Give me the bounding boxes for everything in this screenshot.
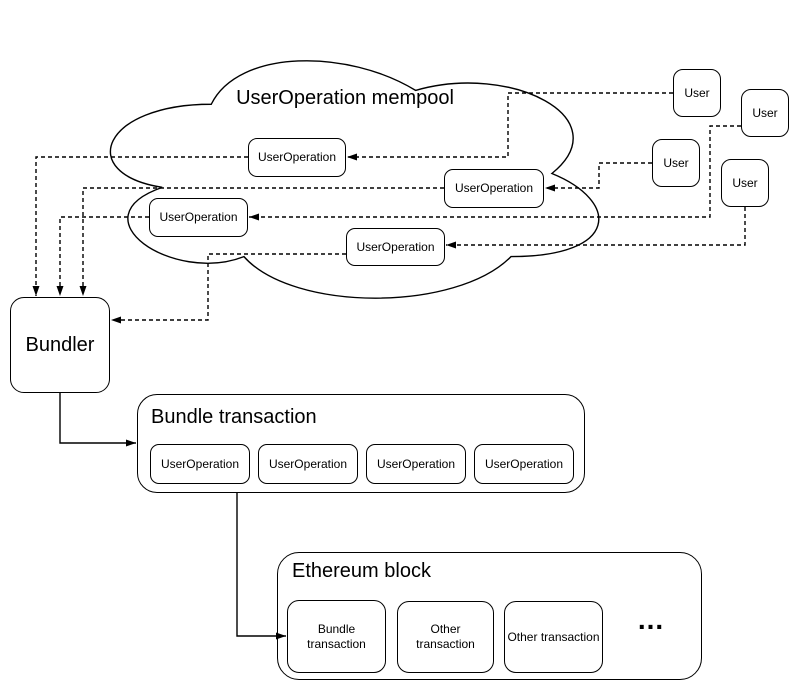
edge-user2-to-op3 — [249, 125, 741, 221]
mempool-op-1: UserOperation — [248, 138, 346, 177]
edge-op2-to-bundler — [79, 187, 444, 296]
mempool-op-3: UserOperation — [149, 198, 248, 237]
bundle-op-4: UserOperation — [474, 444, 574, 484]
block-other-transaction-2: Other transaction — [504, 601, 603, 673]
block-bundle-transaction: Bundle transaction — [287, 600, 386, 673]
block-other-transaction-1: Other transaction — [397, 601, 494, 673]
mempool-op-2: UserOperation — [444, 169, 544, 208]
user-box-1: User — [673, 69, 721, 117]
edge-op1-to-bundler — [32, 156, 248, 296]
edge-user1-to-op1 — [347, 92, 673, 161]
more-transactions-ellipsis: ... — [637, 604, 665, 635]
bundle-op-2: UserOperation — [258, 444, 358, 484]
bundle-op-3: UserOperation — [366, 444, 466, 484]
edge-user3-to-op2 — [545, 162, 652, 192]
user-box-2: User — [741, 89, 789, 137]
ethereum-block-title: Ethereum block — [292, 560, 431, 582]
mempool-title: UserOperation mempool — [236, 87, 454, 109]
bundle-transaction-title: Bundle transaction — [151, 406, 317, 428]
edge-user4-to-op4 — [446, 207, 746, 249]
mempool-op-4: UserOperation — [346, 228, 445, 266]
user-box-4: User — [721, 159, 769, 207]
bundle-op-1: UserOperation — [150, 444, 250, 484]
user-box-3: User — [652, 139, 700, 187]
edge-op4-to-bundler — [111, 253, 346, 324]
edge-op3-to-bundler — [56, 216, 149, 296]
edge-bundler-to-bundle-tx — [59, 393, 136, 447]
bundler-box: Bundler — [10, 297, 110, 393]
edge-bundle-tx-to-block — [236, 493, 286, 640]
